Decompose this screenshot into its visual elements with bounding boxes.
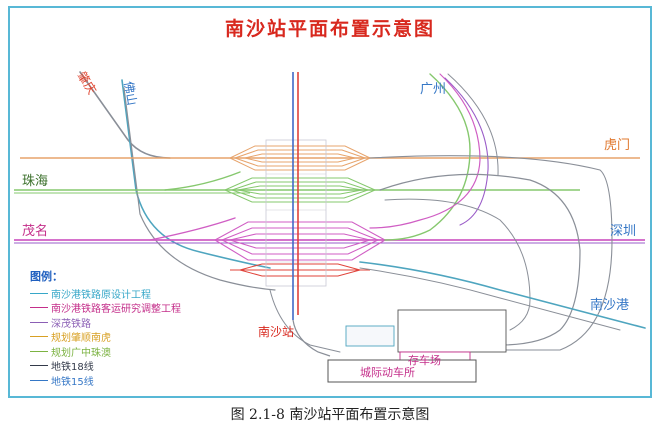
depot-loop-line-3 [384, 198, 531, 331]
depot-buildings [327, 309, 507, 383]
diagram-title: 南沙站平面布置示意图 [224, 18, 435, 40]
legend-label: 深茂铁路 [51, 318, 91, 330]
legend-item: 南沙港铁路原设计工程 [30, 286, 181, 301]
legend-label: 地铁18线 [51, 362, 94, 374]
legend-swatch [30, 365, 48, 367]
legend-swatch [30, 321, 48, 323]
legend: 图例： 南沙港铁路原设计工程南沙港铁路客运研究调整工程深茂铁路规划肇顺南虎规划广… [30, 268, 181, 388]
foshan-approach-line [121, 79, 271, 269]
humen-label: 虎门 [604, 138, 631, 153]
lower-loop-line [269, 289, 341, 353]
guangzhou-approach-line [384, 73, 471, 241]
maoming-label: 茂名 [22, 224, 49, 239]
zhuhai-label: 珠海 [22, 174, 49, 189]
red-station-tracks [230, 263, 370, 277]
depot-label: 存车场 [408, 354, 441, 367]
metro-line-18-tail [292, 319, 331, 357]
legend-label: 地铁15线 [51, 376, 94, 388]
legend-item: 规划肇顺南虎 [30, 330, 181, 345]
nanshagang-line [359, 261, 646, 329]
green-station-tracks [224, 177, 376, 203]
station-platform-grid [265, 139, 327, 287]
foshan-branch-line [123, 87, 276, 291]
legend-item: 南沙港铁路客运研究调整工程 [30, 301, 181, 316]
legend-swatch [30, 307, 48, 309]
maoming-connector-line [149, 217, 236, 241]
emu-depot-label: 城际动车所 [360, 366, 415, 379]
legend-label: 规划肇顺南虎 [51, 333, 111, 345]
guangzhou-gray-line [447, 73, 499, 176]
nansha-station-label: 南沙站 [258, 325, 295, 339]
nanshagang-label: 南沙港 [590, 298, 630, 313]
guangzhou-approach-line-3 [444, 77, 489, 226]
shenzhen-label: 深圳 [610, 224, 637, 239]
legend-item: 地铁18线 [30, 359, 181, 374]
legend-label: 南沙港铁路客运研究调整工程 [51, 304, 181, 316]
depot-loop-line-2 [369, 155, 613, 351]
legend-swatch [30, 336, 48, 338]
figure-caption: 图 2.1-8 南沙站平面布置示意图 [230, 407, 430, 423]
magenta-station-tracks [214, 221, 386, 261]
nanshagang-line-2 [359, 267, 621, 331]
depot-loop-line [379, 173, 581, 346]
legend-heading: 图例： [30, 270, 63, 283]
guangzhou-approach-line-2 [369, 73, 481, 229]
legend-label: 规划广中珠澳 [51, 347, 111, 359]
legend-swatch [30, 350, 48, 352]
legend-swatch [30, 379, 48, 381]
zhuhai-connector-line [164, 171, 241, 191]
legend-swatch [30, 292, 48, 294]
legend-label: 南沙港铁路原设计工程 [51, 289, 151, 301]
orange-station-tracks [229, 145, 371, 171]
legend-item: 深茂铁路 [30, 315, 181, 330]
legend-item: 地铁15线 [30, 373, 181, 388]
legend-rows: 南沙港铁路原设计工程南沙港铁路客运研究调整工程深茂铁路规划肇顺南虎规划广中珠澳地… [30, 286, 181, 388]
guangzhou-label: 广州 [420, 82, 447, 97]
legend-item: 规划广中珠澳 [30, 344, 181, 359]
